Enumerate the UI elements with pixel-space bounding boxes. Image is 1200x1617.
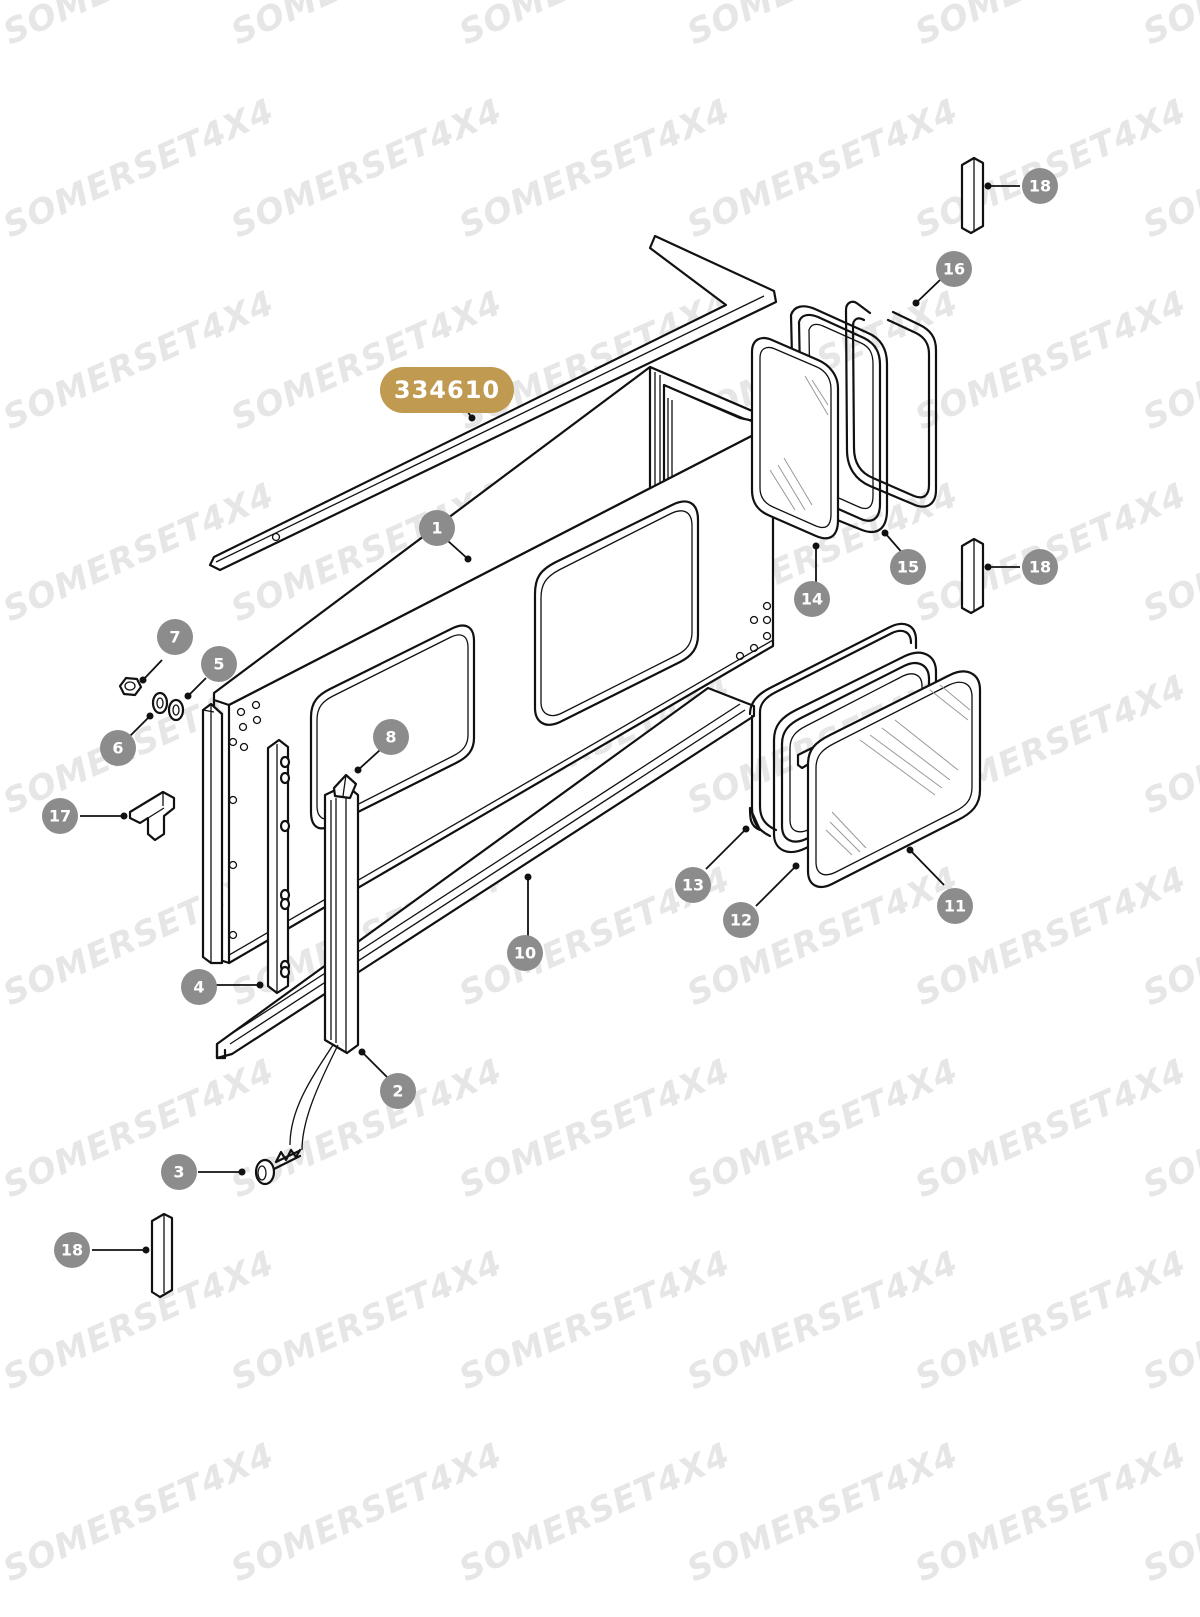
callout-13-label: 13 <box>682 876 704 895</box>
callout-2[interactable]: 2 <box>380 1073 416 1109</box>
top-rail-strip[interactable] <box>208 234 778 572</box>
callout-5[interactable]: 5 <box>201 646 237 682</box>
callout-1[interactable]: 1 <box>419 510 455 546</box>
callout-11-label: 11 <box>944 897 966 916</box>
filler-block-bottom[interactable] <box>150 1212 174 1299</box>
callout-8[interactable]: 8 <box>373 719 409 755</box>
screw[interactable] <box>254 1148 302 1186</box>
callout-2-label: 2 <box>392 1082 403 1101</box>
left-vertical-strip[interactable] <box>201 702 224 965</box>
part-number-badge[interactable]: 334610 <box>380 367 514 413</box>
callout-10-label: 10 <box>514 944 536 963</box>
washer-plain[interactable] <box>151 691 169 715</box>
callout-12-label: 12 <box>730 911 752 930</box>
nut[interactable] <box>118 676 143 697</box>
callout-6-label: 6 <box>112 739 123 758</box>
callout-3-label: 3 <box>173 1163 184 1182</box>
callout-15[interactable]: 15 <box>890 549 926 585</box>
callout-18-middle[interactable]: 18 <box>1022 549 1058 585</box>
callout-14[interactable]: 14 <box>794 581 830 617</box>
watermark-text: SOMERSET4X4 <box>1137 0 1200 53</box>
callout-11[interactable]: 11 <box>937 888 973 924</box>
callout-13[interactable]: 13 <box>675 867 711 903</box>
callout-18-middle-label: 18 <box>1029 558 1051 577</box>
callout-17-label: 17 <box>49 807 71 826</box>
callout-10[interactable]: 10 <box>507 935 543 971</box>
front-glass-pane[interactable] <box>806 670 982 888</box>
callout-12[interactable]: 12 <box>723 902 759 938</box>
callout-18-bottom-label: 18 <box>61 1241 83 1260</box>
callout-16-label: 16 <box>943 260 965 279</box>
callout-6[interactable]: 6 <box>100 730 136 766</box>
leader-lines <box>80 182 1020 1254</box>
angle-bracket[interactable] <box>128 790 176 842</box>
callout-17[interactable]: 17 <box>42 798 78 834</box>
callout-18-top[interactable]: 18 <box>1022 168 1058 204</box>
filler-block-middle[interactable] <box>960 537 985 615</box>
callout-15-label: 15 <box>897 558 919 577</box>
front-glass-filler-strip[interactable] <box>748 622 918 838</box>
clip[interactable] <box>332 773 358 800</box>
callout-4-label: 4 <box>193 978 204 997</box>
callout-18-top-label: 18 <box>1029 177 1051 196</box>
callout-8-label: 8 <box>385 728 396 747</box>
callout-5-label: 5 <box>213 655 224 674</box>
rear-glass-pane[interactable] <box>750 336 840 540</box>
callout-7[interactable]: 7 <box>157 619 193 655</box>
bolt-strip[interactable] <box>266 738 291 995</box>
part-number-text: 334610 <box>394 376 500 404</box>
washer-spring[interactable] <box>167 698 185 722</box>
rear-glass-filler-strip[interactable] <box>844 300 938 508</box>
callout-7-label: 7 <box>169 628 180 647</box>
callout-14-label: 14 <box>801 590 823 609</box>
filler-block-top[interactable] <box>960 156 985 235</box>
callout-3[interactable]: 3 <box>161 1154 197 1190</box>
callout-18-bottom[interactable]: 18 <box>54 1232 90 1268</box>
callout-1-label: 1 <box>431 519 442 538</box>
callout-16[interactable]: 16 <box>936 251 972 287</box>
callout-4[interactable]: 4 <box>181 969 217 1005</box>
